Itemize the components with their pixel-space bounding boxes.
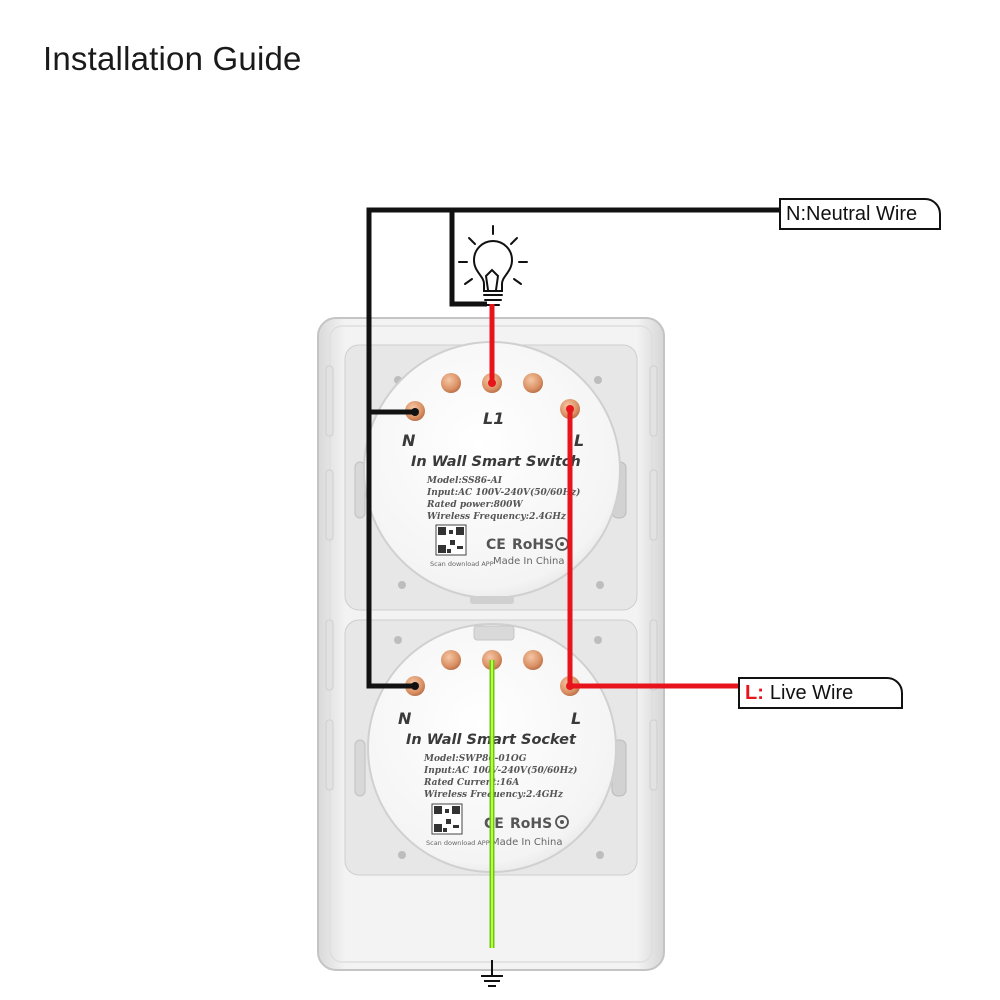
switch-ce-mark: CE <box>486 537 506 553</box>
switch-terminal-top-1 <box>441 373 461 393</box>
live-wire-prefix: L: <box>745 681 764 704</box>
switch-label-n: N <box>402 431 416 450</box>
qr-code-icon <box>431 803 463 835</box>
socket-rating: Rated Current:16A <box>423 778 519 788</box>
switch-scan-text: Scan download APP <box>430 560 494 568</box>
socket-model: Model:SWP86-01OG <box>423 754 527 764</box>
socket-rohs-mark: RoHS <box>510 816 552 832</box>
page-title: Installation Guide <box>43 40 302 77</box>
switch-made-in: Made In China <box>493 556 564 567</box>
switch-terminal-top-3 <box>523 373 543 393</box>
qr-code-icon <box>435 524 467 556</box>
neutral-wire-label-text: N:Neutral Wire <box>786 202 918 225</box>
live-wire-label-text: Live Wire <box>769 681 854 704</box>
socket-label-l: L <box>571 709 581 728</box>
socket-scan-text: Scan download APP <box>426 839 490 847</box>
switch-input: Input:AC 100V-240V(50/60Hz) <box>426 487 580 498</box>
switch-label-l: L <box>574 431 584 450</box>
switch-label-l1: L1 <box>483 409 504 428</box>
switch-wireless: Wireless Frequency:2.4GHz <box>427 512 567 522</box>
recycle-icon <box>555 815 569 829</box>
switch-rating: Rated power:800W <box>426 500 523 510</box>
switch-model: Model:SS86-AI <box>426 476 503 486</box>
light-bulb-icon <box>458 225 528 306</box>
switch-name: In Wall Smart Switch <box>411 454 581 470</box>
socket-terminal-top-3 <box>523 650 543 670</box>
socket-label-n: N <box>398 709 412 728</box>
neutral-wire <box>366 207 780 689</box>
live-wire-label: L: Live Wire <box>738 677 903 709</box>
socket-made-in: Made In China <box>491 837 562 848</box>
smart-switch-module: L1 N L In Wall Smart Switch Model:SS86-A… <box>363 341 621 604</box>
switch-rohs-mark: RoHS <box>512 537 554 553</box>
socket-input: Input:AC 100V-240V(50/60Hz) <box>423 765 577 776</box>
neutral-wire-label: N:Neutral Wire <box>779 198 941 230</box>
socket-terminal-top-1 <box>441 650 461 670</box>
ground-symbol-icon <box>481 960 503 987</box>
